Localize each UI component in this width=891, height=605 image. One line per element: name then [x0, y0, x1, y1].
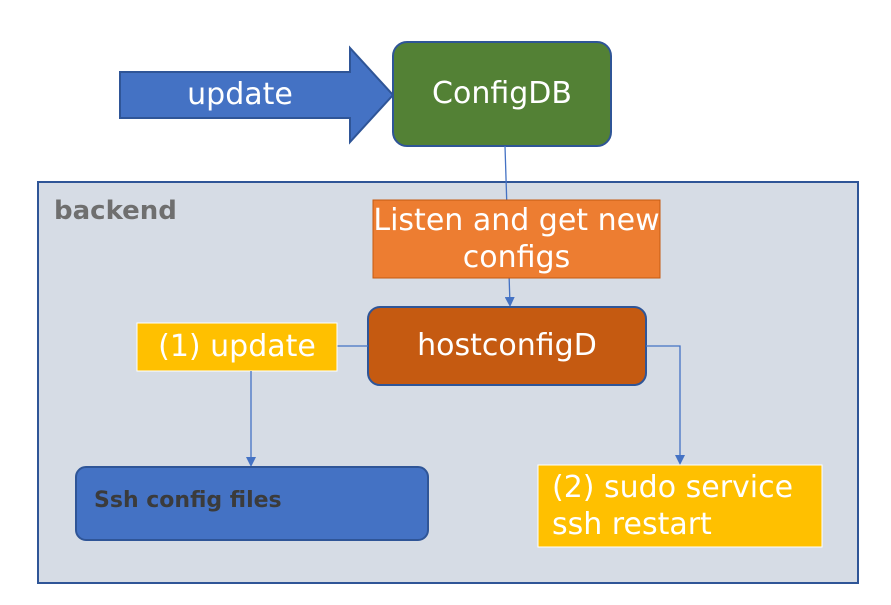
update1-label: (1) update — [158, 329, 316, 365]
restart-label-line1: (2) sudo service — [552, 469, 794, 505]
listen-label: Listen and get new configs — [373, 202, 660, 276]
backend-label: backend — [54, 196, 177, 226]
hostconfigd-to-restart-line — [646, 345, 685, 465]
hostconfigd-label: hostconfigD — [417, 328, 597, 364]
configdb-label: ConfigDB — [432, 76, 572, 112]
configdb-box — [392, 41, 612, 147]
restart-box — [537, 464, 823, 548]
ssh-config-files-box — [75, 466, 429, 541]
listen-box — [372, 199, 661, 279]
restart-label: (2) sudo service ssh restart — [552, 465, 822, 547]
restart-label-line2: ssh restart — [552, 507, 712, 542]
ssh-config-files-label: Ssh config files — [94, 488, 282, 513]
update1-box — [136, 322, 338, 372]
update-arrow-shape — [119, 45, 395, 145]
update-arrow-label: update — [187, 77, 293, 113]
